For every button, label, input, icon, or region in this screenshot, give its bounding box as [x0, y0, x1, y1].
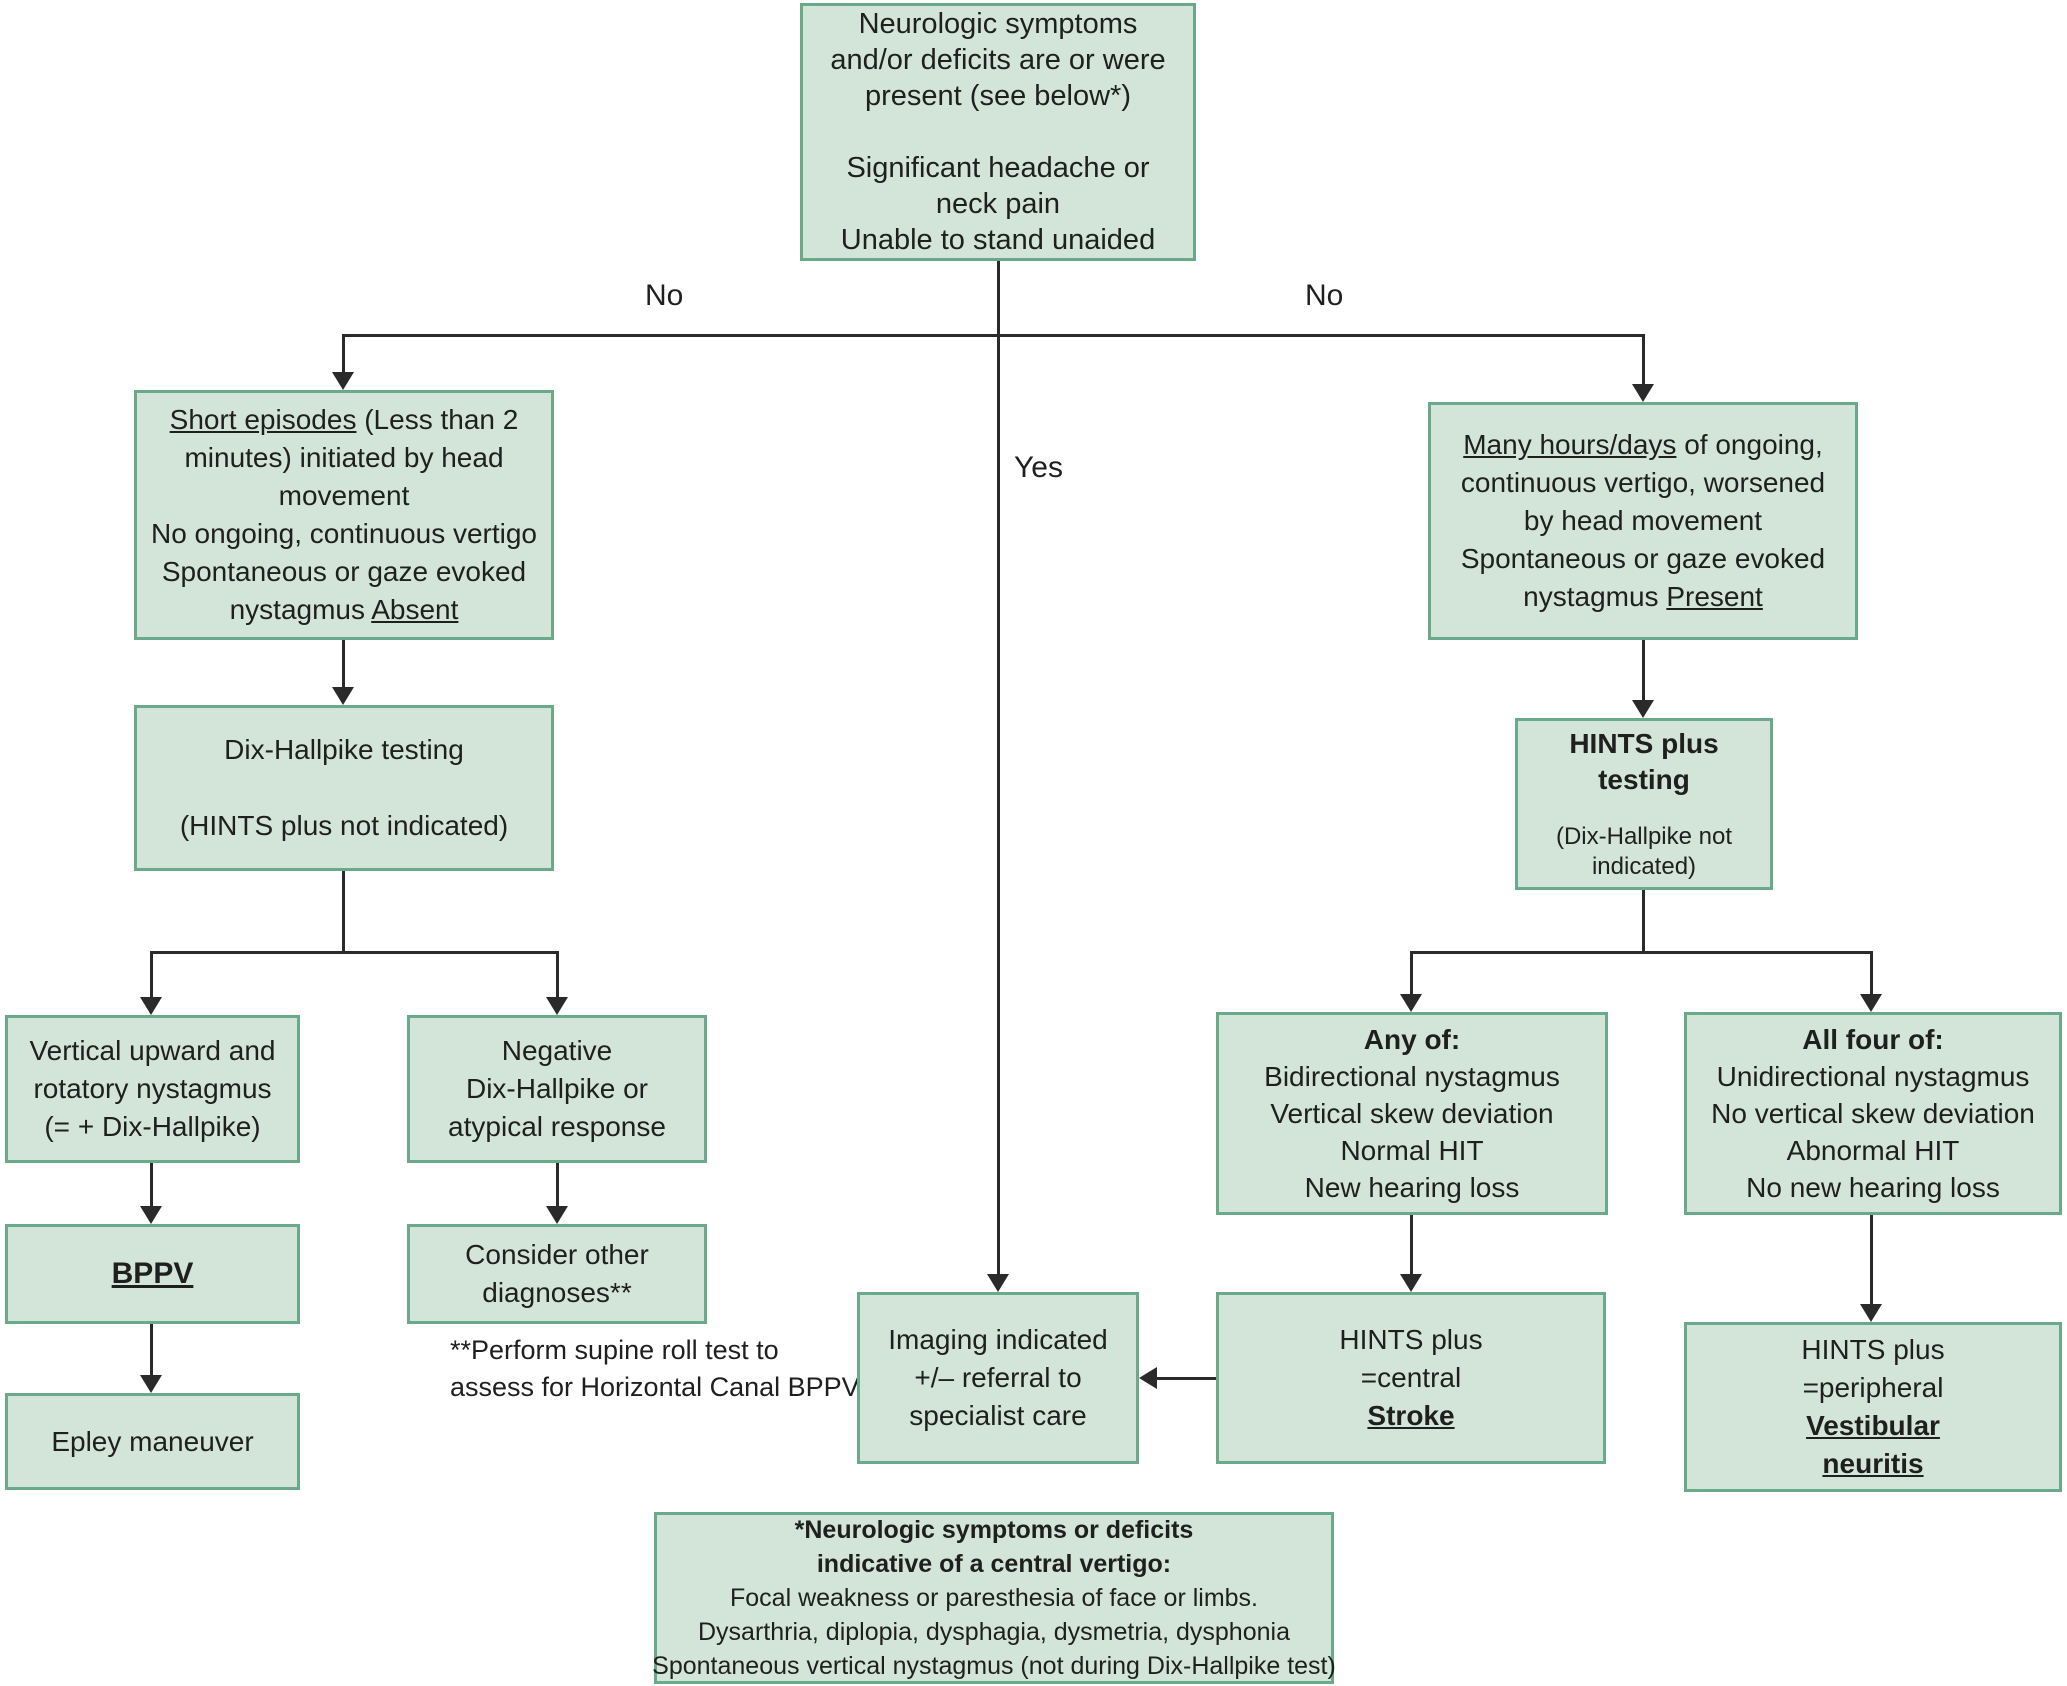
blank-line: [994, 114, 1002, 150]
connector-hints-split-left: [1410, 951, 1413, 996]
connector-no-line: [342, 334, 1644, 337]
arrowhead-hints-left: [1400, 994, 1422, 1012]
supine-roll-footnote: **Perform supine roll test to assess for…: [450, 1335, 860, 1402]
node-vertical-upward: Vertical upward and rotatory nystagmus (…: [5, 1015, 300, 1163]
node-hints-peripheral-vestibular: HINTS plus =peripheral Vestibular neurit…: [1684, 1322, 2062, 1492]
connector-bppv-to-epley: [150, 1324, 153, 1377]
connector-no-left-drop: [342, 334, 345, 374]
edge-label-no-left: No: [645, 279, 684, 312]
arrowhead-no-left: [332, 372, 354, 390]
blank-line: [1641, 798, 1648, 822]
node-short-episodes: Short episodes (Less than 2 minutes) ini…: [134, 390, 554, 640]
node-central-vertigo-footnote: *Neurologic symptoms or deficits indicat…: [652, 1512, 1336, 1684]
arrowhead-dix-left: [140, 997, 162, 1015]
node-root-symptoms: Neurologic symptoms and/or deficits are …: [800, 3, 1196, 261]
arrowhead-all-to-peripheral: [1860, 1304, 1882, 1322]
node-any-of: Any of: Bidirectional nystagmus Vertical…: [1216, 1012, 1608, 1215]
edge-label-no-right: No: [1305, 279, 1344, 312]
node-bppv: BPPV: [5, 1224, 300, 1324]
connector-all-to-peripheral: [1870, 1215, 1873, 1306]
arrowhead-yes-imaging: [987, 1274, 1009, 1292]
arrowhead-short-to-dix: [332, 687, 354, 705]
node-hints-plus-testing: HINTS plus testing (Dix-Hallpike not ind…: [1515, 718, 1773, 890]
connector-hints-split-bar: [1410, 951, 1873, 954]
connector-vu-to-bppv: [150, 1163, 153, 1208]
node-consider-other: Consider other diagnoses**: [407, 1224, 707, 1324]
connector-neg-to-consider: [556, 1163, 559, 1208]
node-dix-hallpike-testing: Dix-Hallpike testing (HINTS plus not ind…: [134, 705, 554, 871]
arrowhead-dix-right: [546, 997, 568, 1015]
arrowhead-no-right: [1632, 384, 1654, 402]
node-all-four-of: All four of: Unidirectional nystagmus No…: [1684, 1012, 2062, 1215]
node-epley: Epley maneuver: [5, 1393, 300, 1490]
connector-yes-line: [997, 261, 1000, 1274]
connector-central-to-imaging: [1155, 1377, 1216, 1380]
arrowhead-neg-to-consider: [546, 1206, 568, 1224]
connector-dix-split-stem: [342, 871, 345, 953]
connector-short-to-dix: [342, 640, 345, 689]
arrowhead-hints-right: [1860, 994, 1882, 1012]
arrowhead-bppv-to-epley: [140, 1375, 162, 1393]
connector-hints-split-stem: [1642, 890, 1645, 953]
connector-dix-split-left: [150, 951, 153, 999]
node-negative-dix: Negative Dix-Hallpike or atypical respon…: [407, 1015, 707, 1163]
connector-any-to-central: [1410, 1215, 1413, 1276]
connector-hints-split-right: [1870, 951, 1873, 996]
arrowhead-many-to-hints: [1632, 700, 1654, 718]
arrowhead-any-to-central: [1400, 1274, 1422, 1292]
connector-no-right-drop: [1642, 334, 1645, 386]
arrowhead-central-to-imaging: [1139, 1367, 1157, 1389]
connector-many-to-hints: [1642, 640, 1645, 702]
connector-dix-split-right: [556, 951, 559, 999]
edge-label-yes: Yes: [1014, 451, 1063, 484]
node-many-hours: Many hours/days of ongoing, continuous v…: [1428, 402, 1858, 640]
arrowhead-vu-to-bppv: [140, 1206, 162, 1224]
connector-dix-split-bar: [150, 951, 559, 954]
node-imaging: Imaging indicated +/– referral to specia…: [857, 1292, 1139, 1464]
node-hints-central-stroke: HINTS plus =central Stroke: [1216, 1292, 1606, 1464]
blank-line: [340, 769, 348, 807]
